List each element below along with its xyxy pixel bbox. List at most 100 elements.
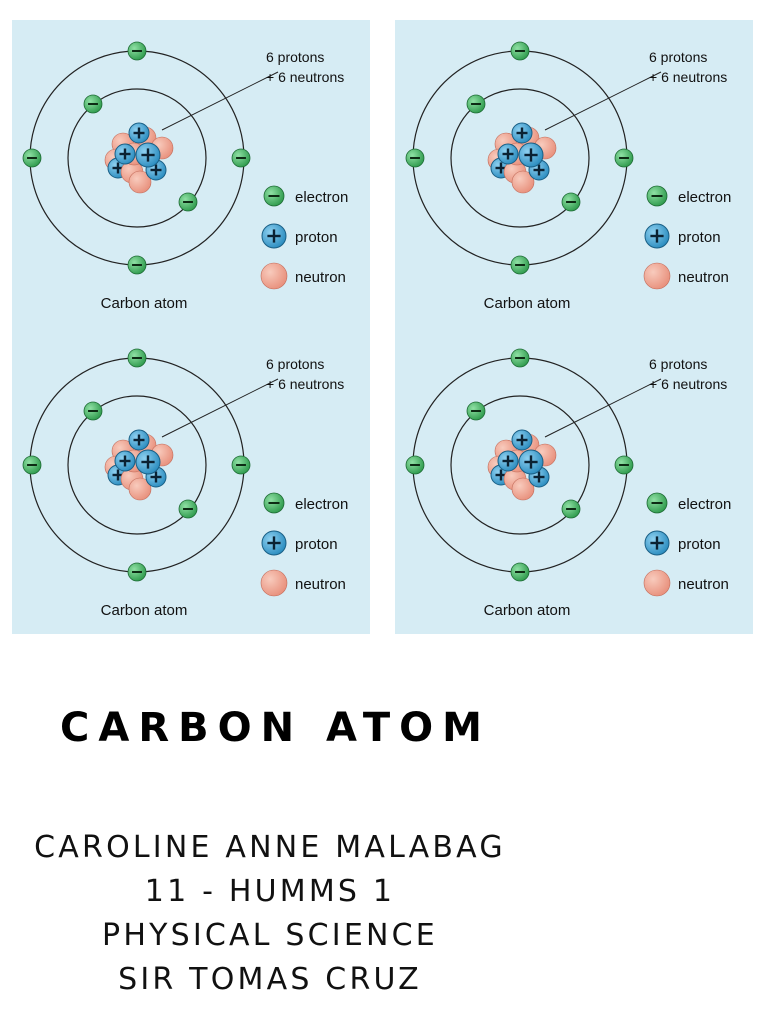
panel-background xyxy=(12,327,370,634)
legend-label-neutron: neutron xyxy=(678,576,729,593)
legend-label-electron: electron xyxy=(678,496,731,513)
electron-particle xyxy=(510,255,530,275)
proton-particle xyxy=(511,122,533,144)
inner-orbit xyxy=(67,395,207,535)
label-leader-line xyxy=(544,378,662,438)
legend-label-proton: proton xyxy=(678,229,721,246)
carbon-atom-diagram: 6 protons + 6 neutrons electron proton neutr… xyxy=(12,327,370,634)
legend-electron-icon xyxy=(646,185,668,207)
label-leader-line xyxy=(161,71,279,131)
electron-particle xyxy=(127,255,147,275)
legend: electron proton neutron xyxy=(643,185,731,290)
electron-particle xyxy=(127,41,147,61)
nucleus xyxy=(487,122,557,194)
electron-particle xyxy=(178,499,198,519)
legend-label-proton: proton xyxy=(295,229,338,246)
nucleus xyxy=(104,429,174,501)
label-leader-line xyxy=(544,71,662,131)
electron-particle xyxy=(127,562,147,582)
nucleus-label-neutrons: + 6 neutrons xyxy=(266,376,344,392)
proton-particle xyxy=(518,449,544,475)
carbon-atom-diagram: 6 protons+ 6 neutronselectronprotonneutr… xyxy=(12,20,370,327)
electron-particle xyxy=(83,94,103,114)
nucleus xyxy=(104,122,174,194)
diagram-caption: Carbon atom xyxy=(484,295,571,312)
inner-orbit xyxy=(67,88,207,228)
electron-particle xyxy=(405,148,425,168)
electron-particle xyxy=(614,148,634,168)
nucleus-label-protons: 6 protons xyxy=(266,356,324,372)
neutron-particle xyxy=(511,477,535,501)
legend-label-neutron: neutron xyxy=(295,576,346,593)
neutron-particle xyxy=(128,170,152,194)
carbon-atom-diagram: 6 protons+ 6 neutronselectronprotonneutr… xyxy=(395,327,753,634)
proton-particle xyxy=(518,142,544,168)
diagram-caption: Carbon atom xyxy=(101,602,188,619)
legend: electron proton neutron xyxy=(260,185,348,290)
atom-diagram-panel-3: 6 protons + 6 neutrons electron proton neutr… xyxy=(12,327,370,634)
panel-background xyxy=(395,327,753,634)
diagram-caption: Carbon atom xyxy=(101,295,188,312)
legend: electron proton neutron xyxy=(260,492,348,597)
credits-block: CAROLINE ANNE MALABAG 11 - HUMMS 1 PHYSI… xyxy=(0,826,540,1002)
legend-label-neutron: neutron xyxy=(678,269,729,286)
proton-particle xyxy=(114,143,136,165)
panel-background xyxy=(12,20,370,327)
electron-particle xyxy=(178,192,198,212)
panel-background xyxy=(395,20,753,327)
legend-electron-icon xyxy=(263,492,285,514)
legend-neutron-icon xyxy=(643,262,671,290)
electron-particle xyxy=(83,401,103,421)
electron-particle xyxy=(22,148,42,168)
nucleus-label-neutrons: + 6 neutrons xyxy=(266,69,344,85)
legend-neutron-icon xyxy=(260,569,288,597)
legend-label-electron: electron xyxy=(295,496,348,513)
electron-particle xyxy=(510,348,530,368)
label-leader-line xyxy=(161,378,279,438)
legend-label-proton: proton xyxy=(678,536,721,553)
electron-particle xyxy=(466,401,486,421)
nucleus xyxy=(487,429,557,501)
inner-orbit xyxy=(450,88,590,228)
legend-proton-icon xyxy=(644,223,670,249)
legend-proton-icon xyxy=(261,223,287,249)
class-section: 11 - HUMMS 1 xyxy=(144,874,396,909)
legend-label-proton: proton xyxy=(295,536,338,553)
neutron-particle xyxy=(511,170,535,194)
legend-neutron-icon xyxy=(643,569,671,597)
author-name: CAROLINE ANNE MALABAG xyxy=(34,830,506,865)
nucleus-label-neutrons: + 6 neutrons xyxy=(649,376,727,392)
subject: PHYSICAL SCIENCE xyxy=(102,918,438,953)
legend: electron proton neutron xyxy=(643,492,731,597)
proton-particle xyxy=(497,143,519,165)
legend-neutron-icon xyxy=(260,262,288,290)
electron-particle xyxy=(510,41,530,61)
electron-particle xyxy=(561,192,581,212)
electron-particle xyxy=(510,562,530,582)
electron-particle xyxy=(231,455,251,475)
legend-proton-icon xyxy=(261,530,287,556)
legend-electron-icon xyxy=(263,185,285,207)
legend-label-electron: electron xyxy=(678,189,731,206)
proton-particle xyxy=(497,450,519,472)
proton-particle xyxy=(511,429,533,451)
legend-label-neutron: neutron xyxy=(295,269,346,286)
legend-label-electron: electron xyxy=(295,189,348,206)
nucleus-label-neutrons: + 6 neutrons xyxy=(649,69,727,85)
inner-orbit xyxy=(450,395,590,535)
legend-proton-icon xyxy=(644,530,670,556)
atom-diagram-panel-2: 6 protons + 6 neutrons electron proton neutr… xyxy=(395,20,753,327)
diagram-caption: Carbon atom xyxy=(484,602,571,619)
electron-particle xyxy=(231,148,251,168)
electron-particle xyxy=(561,499,581,519)
electron-particle xyxy=(405,455,425,475)
electron-particle xyxy=(614,455,634,475)
proton-particle xyxy=(135,142,161,168)
legend-electron-icon xyxy=(646,492,668,514)
proton-particle xyxy=(114,450,136,472)
nucleus-label-protons: 6 protons xyxy=(649,49,707,65)
neutron-particle xyxy=(128,477,152,501)
proton-particle xyxy=(128,122,150,144)
